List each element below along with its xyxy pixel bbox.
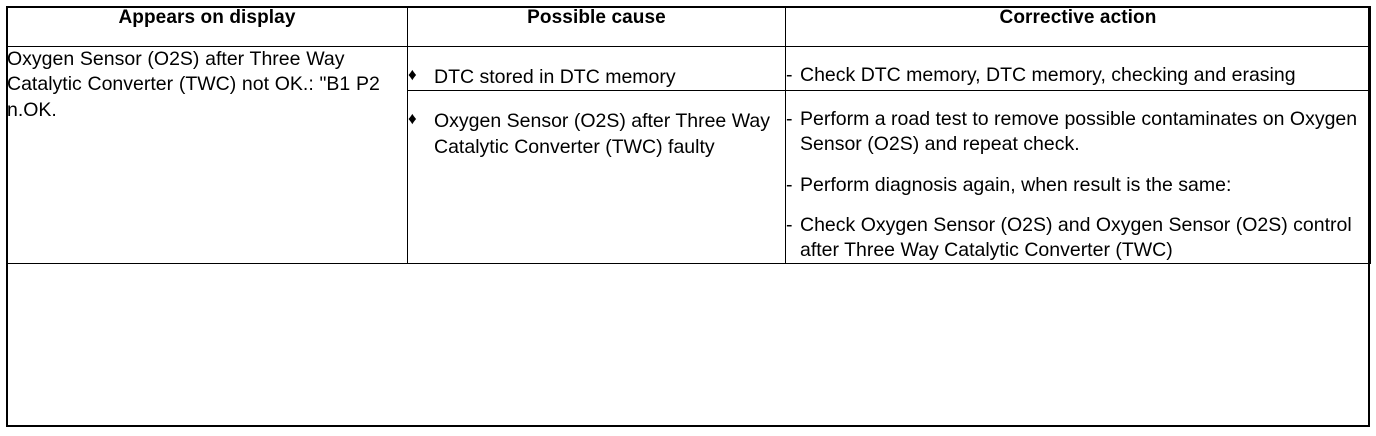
- column-header-possible-cause: Possible cause: [407, 6, 786, 47]
- cause-text: DTC stored in DTC memory: [434, 66, 676, 88]
- dash-bullet-icon: -: [786, 213, 793, 236]
- display-message-text: Oxygen Sensor (O2S) after Three Way Cata…: [7, 48, 380, 121]
- action-item: - Check DTC memory, DTC memory, checking…: [786, 63, 1370, 88]
- action-list-2: - Perform a road test to remove possible…: [786, 107, 1370, 263]
- action-item: - Check Oxygen Sensor (O2S) and Oxygen S…: [786, 213, 1370, 263]
- list-item: ♦ DTC stored in DTC memory: [408, 65, 785, 90]
- action-text: Check DTC memory, DTC memory, checking a…: [800, 64, 1296, 86]
- column-header-appears-on-display: Appears on display: [6, 6, 408, 47]
- cell-corrective-action-2: - Perform a road test to remove possible…: [785, 90, 1371, 265]
- action-text: Check Oxygen Sensor (O2S) and Oxygen Sen…: [800, 213, 1352, 261]
- table-row: Oxygen Sensor (O2S) after Three Way Cata…: [6, 45, 1371, 265]
- diamond-bullet-icon: ♦: [408, 109, 417, 129]
- cell-possible-cause-2: ♦ Oxygen Sensor (O2S) after Three Way Ca…: [407, 90, 786, 265]
- header-row: Appears on display Possible cause Correc…: [6, 6, 1371, 47]
- dash-bullet-icon: -: [786, 173, 793, 196]
- dash-bullet-icon: -: [786, 108, 793, 131]
- diagnostic-table: Appears on display Possible cause Correc…: [6, 6, 1371, 265]
- cause-list-2: ♦ Oxygen Sensor (O2S) after Three Way Ca…: [408, 109, 785, 160]
- action-list-1: - Check DTC memory, DTC memory, checking…: [786, 63, 1370, 88]
- cause-text: Oxygen Sensor (O2S) after Three Way Cata…: [434, 110, 770, 158]
- cell-possible-cause-1: ♦ DTC stored in DTC memory: [407, 45, 786, 92]
- cell-appears-on-display: Oxygen Sensor (O2S) after Three Way Cata…: [6, 45, 408, 265]
- table-header: Appears on display Possible cause Correc…: [6, 6, 1371, 47]
- action-text: Perform diagnosis again, when result is …: [800, 173, 1232, 196]
- list-item: ♦ Oxygen Sensor (O2S) after Three Way Ca…: [408, 109, 785, 160]
- cause-list-1: ♦ DTC stored in DTC memory: [408, 65, 785, 90]
- action-item: - Perform diagnosis again, when result i…: [786, 173, 1370, 198]
- table-body: Oxygen Sensor (O2S) after Three Way Cata…: [6, 45, 1371, 265]
- dash-bullet-icon: -: [786, 64, 793, 86]
- action-text: Perform a road test to remove possible c…: [800, 108, 1358, 156]
- cell-corrective-action-1: - Check DTC memory, DTC memory, checking…: [785, 45, 1371, 92]
- diamond-bullet-icon: ♦: [408, 65, 417, 84]
- table-row: ♦ Oxygen Sensor (O2S) after Three Way Ca…: [7, 90, 1371, 265]
- column-header-corrective-action: Corrective action: [785, 6, 1371, 47]
- action-item: - Perform a road test to remove possible…: [786, 107, 1370, 157]
